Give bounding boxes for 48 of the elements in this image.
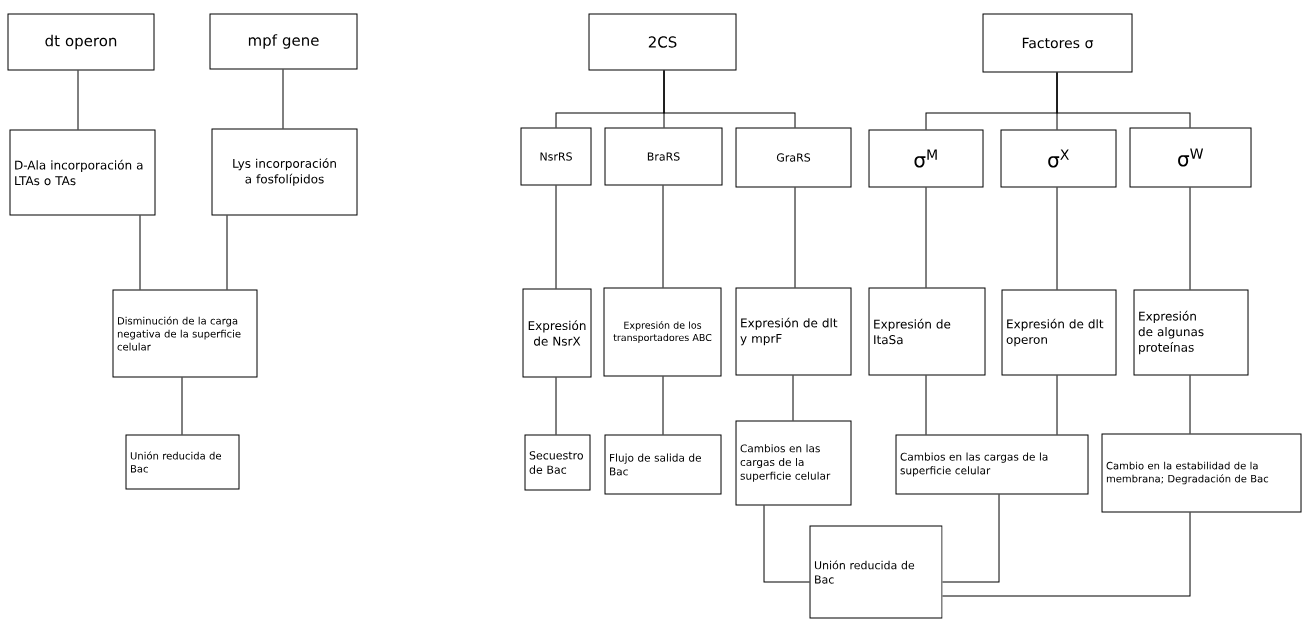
process-box: Expresión de algunas proteínas (1133, 289, 1249, 376)
process-box: Disminución de la carga negativa de la superficie celular (112, 289, 258, 378)
process-box: Expresión de dlt y mprF (735, 287, 852, 376)
connector-line (1189, 375, 1191, 434)
process-box: Cambios en las cargas de la superficie celular (895, 434, 1089, 495)
connector-line (1189, 187, 1191, 290)
connector-line (662, 185, 664, 288)
connector-line (663, 70, 796, 128)
process-box: Unión reducida de Bac (809, 525, 943, 619)
process-box: Expresión de NsrX (522, 288, 592, 378)
connector-line (77, 70, 79, 130)
process-box: Factores σ (982, 13, 1133, 73)
process-box: Expresión de ItaSa (868, 287, 986, 376)
connector-line (1056, 375, 1058, 435)
process-box: dt operon (7, 13, 155, 71)
connector-line (555, 377, 557, 435)
connector-line (226, 215, 228, 290)
connector-line (763, 505, 810, 583)
process-box: Unión reducida de Bac (125, 434, 240, 490)
connector-line (942, 494, 1000, 583)
connector-line (942, 512, 1191, 597)
process-box: σ$^{X}$ (1000, 129, 1117, 188)
process-box: Secuestro de Bac (524, 434, 591, 491)
connector-line (794, 187, 796, 288)
process-box: Flujo de salida de Bac (604, 434, 722, 495)
process-box: GraRS (735, 127, 852, 188)
process-box: Cambio en la estabilidad de la membrana; Degradación de Bac (1101, 433, 1302, 513)
connector-line (925, 187, 927, 288)
process-box: D-Ala incorporación a LTAs o TAs (9, 129, 156, 216)
connector-line (181, 377, 183, 435)
process-box: Lys incorporación a fosfolípidos (211, 128, 358, 216)
process-box: NsrRS (520, 127, 592, 186)
connector-line (1056, 187, 1058, 290)
connector-line (792, 375, 794, 421)
connector-line (1056, 72, 1191, 128)
process-box: σ$^{W}$ (1129, 127, 1252, 188)
connector-line (282, 69, 284, 129)
connector-line (139, 215, 141, 290)
process-box: σ$^{M}$ (868, 129, 984, 188)
process-box: BraRS (604, 127, 723, 186)
connector-line (925, 375, 927, 435)
process-box: Cambios en las cargas de la superficie celular (735, 420, 852, 506)
process-box: mpf gene (209, 13, 358, 70)
process-box: Expresión de dlt operon (1001, 289, 1117, 376)
connector-line (555, 185, 557, 289)
connector-line (662, 376, 664, 435)
process-box: Expresión de los transportadores ABC (603, 287, 722, 377)
process-box: 2CS (588, 13, 737, 71)
